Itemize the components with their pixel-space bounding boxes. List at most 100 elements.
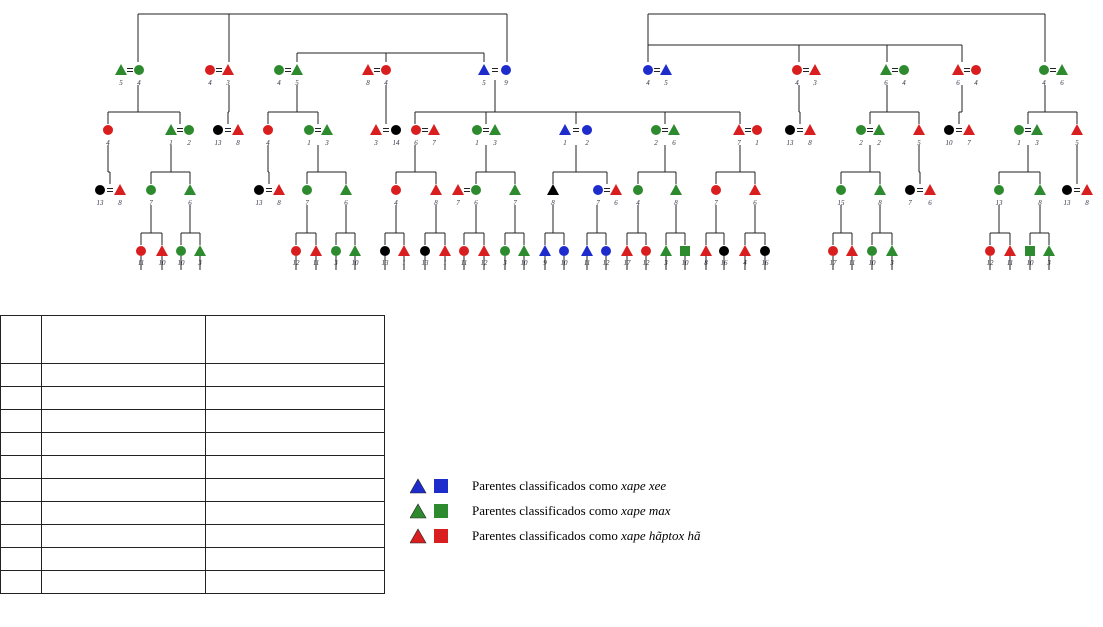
table-row <box>0 409 385 433</box>
kin-number-label: 13 <box>382 259 390 267</box>
kin-number-label: 4 <box>106 139 110 147</box>
kin-number-label: 3 <box>225 79 230 87</box>
triangle-male-icon <box>952 64 964 75</box>
circle-female-icon <box>856 125 866 135</box>
triangle-male-icon <box>1034 184 1046 195</box>
kin-number-label: 7 <box>513 199 517 207</box>
triangle-male-icon <box>547 184 559 195</box>
kin-number-label: 11 <box>461 259 467 267</box>
triangle-male-icon <box>804 124 816 135</box>
legend-triangle-square-icon <box>410 502 448 518</box>
triangle-male-icon <box>809 64 821 75</box>
kin-number-label: 13 <box>422 259 430 267</box>
legend-symbols <box>410 502 472 519</box>
table-cell <box>0 315 42 364</box>
table-cell <box>205 547 385 571</box>
kin-number-label: 4 <box>137 79 141 87</box>
circle-female-icon <box>944 125 954 135</box>
blank-table <box>0 315 385 594</box>
kin-number-label: 3 <box>1034 139 1039 147</box>
circle-female-icon <box>103 125 113 135</box>
legend-label: Parentes classificados como xape max <box>472 503 671 519</box>
table-cell <box>41 570 206 594</box>
kin-number-label: 8 <box>236 139 240 147</box>
triangle-male-icon <box>700 245 712 256</box>
legend-label-prefix: Parentes classificados como <box>472 527 622 543</box>
kin-number-label: 5 <box>1075 139 1079 147</box>
triangle-male-icon <box>452 184 464 195</box>
triangle-male-icon <box>273 184 285 195</box>
kin-number-label: 5 <box>295 79 299 87</box>
kin-number-label: 8 <box>878 199 882 207</box>
triangle-male-icon <box>1031 124 1043 135</box>
triangle-male-icon <box>310 245 322 256</box>
triangle-male-icon <box>478 64 490 75</box>
circle-female-icon <box>420 246 430 256</box>
circle-female-icon <box>752 125 762 135</box>
kin-number-label: 16 <box>762 259 770 267</box>
triangle-male-icon <box>1081 184 1093 195</box>
legend-row: Parentes classificados como xape hãptox … <box>410 523 701 548</box>
table-cell <box>41 432 206 456</box>
kin-number-label: 1 <box>475 139 479 147</box>
legend-label-term: xape max <box>621 502 671 518</box>
kin-number-label: 1 <box>563 139 567 147</box>
table-cell <box>205 501 385 525</box>
kin-number-label: 3 <box>812 79 817 87</box>
table-cell <box>41 315 206 364</box>
kin-number-label: 1 <box>443 259 447 267</box>
table-cell <box>0 409 42 433</box>
triangle-male-icon <box>222 64 234 75</box>
triangle-male-icon <box>114 184 126 195</box>
square-icon <box>1025 246 1035 256</box>
triangle-male-icon <box>518 245 530 256</box>
kin-number-label: 8 <box>1085 199 1089 207</box>
kin-number-label: 9 <box>504 79 508 87</box>
circle-female-icon <box>1039 65 1049 75</box>
kin-number-label: 2 <box>654 139 658 147</box>
kin-number-label: 8 <box>1038 199 1042 207</box>
table-row <box>0 363 385 387</box>
kin-number-label: 5 <box>482 79 486 87</box>
table-cell <box>205 432 385 456</box>
circle-female-icon <box>867 246 877 256</box>
kin-number-label: 11 <box>313 259 319 267</box>
triangle-male-icon <box>398 245 410 256</box>
kin-number-label: 13 <box>1064 199 1072 207</box>
table-cell <box>41 501 206 525</box>
kin-number-label: 4 <box>795 79 799 87</box>
kin-number-label: 6 <box>956 79 960 87</box>
kin-number-label: 5 <box>664 79 668 87</box>
circle-female-icon <box>459 246 469 256</box>
circle-female-icon <box>302 185 312 195</box>
circle-female-icon <box>559 246 569 256</box>
kin-number-label: 3 <box>889 259 894 267</box>
legend-label-prefix: Parentes classificados como <box>472 502 622 518</box>
kin-number-label: 7 <box>967 139 971 147</box>
kin-number-label: 13 <box>256 199 264 207</box>
kin-number-label: 11 <box>1007 259 1013 267</box>
legend-symbols <box>410 477 472 494</box>
kin-number-label: 11 <box>138 259 144 267</box>
circle-female-icon <box>633 185 643 195</box>
circle-female-icon <box>291 246 301 256</box>
kin-number-label: 7 <box>305 199 309 207</box>
kin-number-label: 10 <box>521 259 529 267</box>
legend-label-prefix: Parentes classificados como <box>472 477 622 493</box>
kin-number-label: 5 <box>119 79 123 87</box>
table-cell <box>41 363 206 387</box>
circle-female-icon <box>500 246 510 256</box>
kin-number-label: 7 <box>908 199 912 207</box>
kin-number-label: 5 <box>917 139 921 147</box>
kin-number-label: 3 <box>492 139 497 147</box>
legend-triangle-square-icon <box>410 477 448 493</box>
kin-number-label: 2 <box>585 139 589 147</box>
kin-number-label: 10 <box>946 139 954 147</box>
circle-female-icon <box>471 185 481 195</box>
legend-symbols <box>410 527 472 544</box>
triangle-male-icon <box>478 245 490 256</box>
circle-female-icon <box>1014 125 1024 135</box>
circle-female-icon <box>643 65 653 75</box>
kin-number-label: 10 <box>178 259 186 267</box>
